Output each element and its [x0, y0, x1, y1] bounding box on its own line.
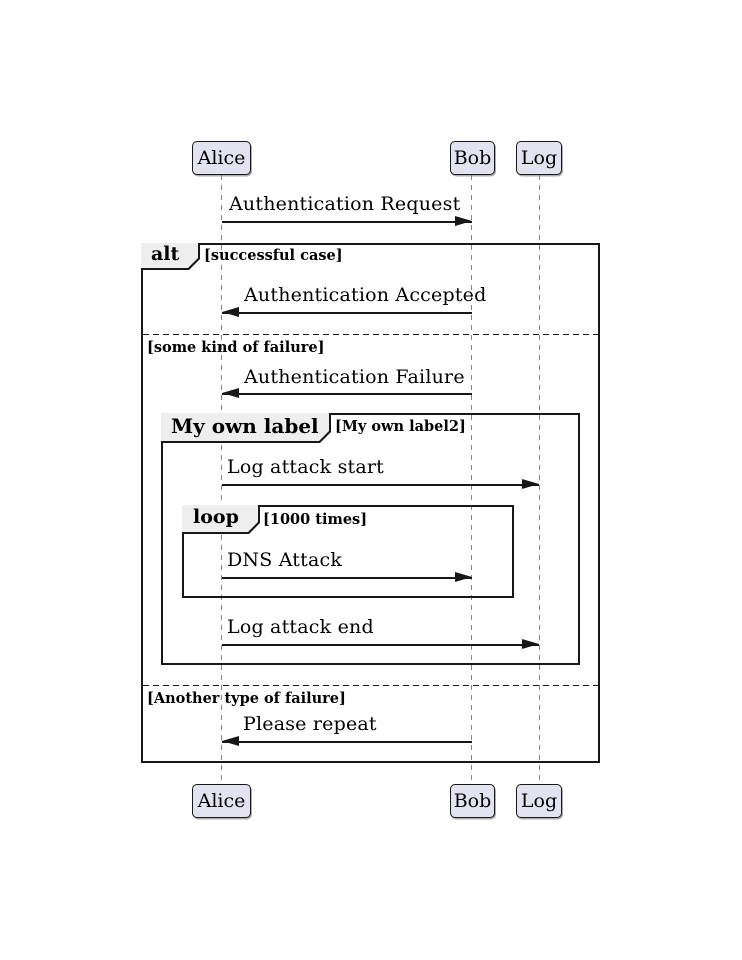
arrow-log-attack-end	[222, 639, 539, 649]
message-please-repeat: Please repeat	[243, 713, 377, 735]
frame-my-own-label-tab: My own label	[161, 413, 331, 443]
arrow-dns-attack	[222, 572, 472, 582]
lifeline-alice	[221, 175, 222, 784]
participant-bob-bottom: Bob	[450, 784, 495, 818]
lifeline-bob	[471, 175, 472, 784]
arrow-log-attack-start	[222, 479, 539, 489]
participant-alice-top: Alice	[192, 141, 251, 175]
arrow-head-right-icon	[455, 572, 472, 582]
participant-alice-label: Alice	[197, 146, 246, 169]
participant-bob-label: Bob	[453, 146, 492, 169]
lifeline-log	[539, 175, 540, 784]
arrow-head-left-icon	[222, 388, 239, 398]
participant-alice-label: Alice	[197, 789, 246, 812]
frame-loop-keyword: loop	[182, 505, 258, 532]
arrow-head-left-icon	[222, 736, 239, 746]
participant-bob-label: Bob	[453, 789, 492, 812]
frame-alt-condition: [successful case]	[204, 247, 343, 264]
participant-bob-top: Bob	[450, 141, 495, 175]
message-authentication-failure: Authentication Failure	[244, 366, 465, 388]
message-log-attack-start: Log attack start	[227, 456, 385, 478]
frame-my-own-label-condition: [My own label2]	[335, 418, 466, 435]
frame-loop-tab: loop	[182, 505, 260, 534]
participant-log-label: Log	[520, 789, 558, 812]
frame-alt-keyword: alt	[141, 243, 198, 268]
frame-my-own-label: My own label	[161, 413, 580, 665]
arrow-authentication-accepted	[222, 307, 472, 317]
divider-some-kind-of-failure-label: [some kind of failure]	[147, 339, 325, 356]
divider-another-type-of-failure-label: [Another type of failure]	[147, 690, 346, 707]
message-authentication-request: Authentication Request	[229, 193, 461, 215]
arrow-authentication-request	[222, 216, 472, 226]
message-authentication-accepted: Authentication Accepted	[244, 284, 487, 306]
participant-log-top: Log	[516, 141, 562, 175]
arrow-please-repeat	[222, 736, 472, 746]
participant-alice-bottom: Alice	[192, 784, 251, 818]
divider-another-type-of-failure	[143, 685, 598, 687]
frame-alt-tab: alt	[141, 243, 200, 270]
frame-loop: loop	[182, 505, 514, 598]
participant-log-bottom: Log	[516, 784, 562, 818]
arrow-head-right-icon	[522, 479, 539, 489]
arrow-head-left-icon	[222, 307, 239, 317]
frame-my-own-label-keyword: My own label	[161, 413, 329, 441]
frame-alt: alt	[141, 243, 600, 763]
arrow-head-right-icon	[455, 216, 472, 226]
message-dns-attack: DNS Attack	[227, 549, 343, 571]
message-log-attack-end: Log attack end	[227, 616, 374, 638]
frame-loop-condition: [1000 times]	[263, 511, 368, 528]
participant-log-label: Log	[520, 146, 558, 169]
arrow-head-right-icon	[522, 639, 539, 649]
divider-some-kind-of-failure	[143, 334, 598, 336]
arrow-authentication-failure	[222, 388, 472, 398]
